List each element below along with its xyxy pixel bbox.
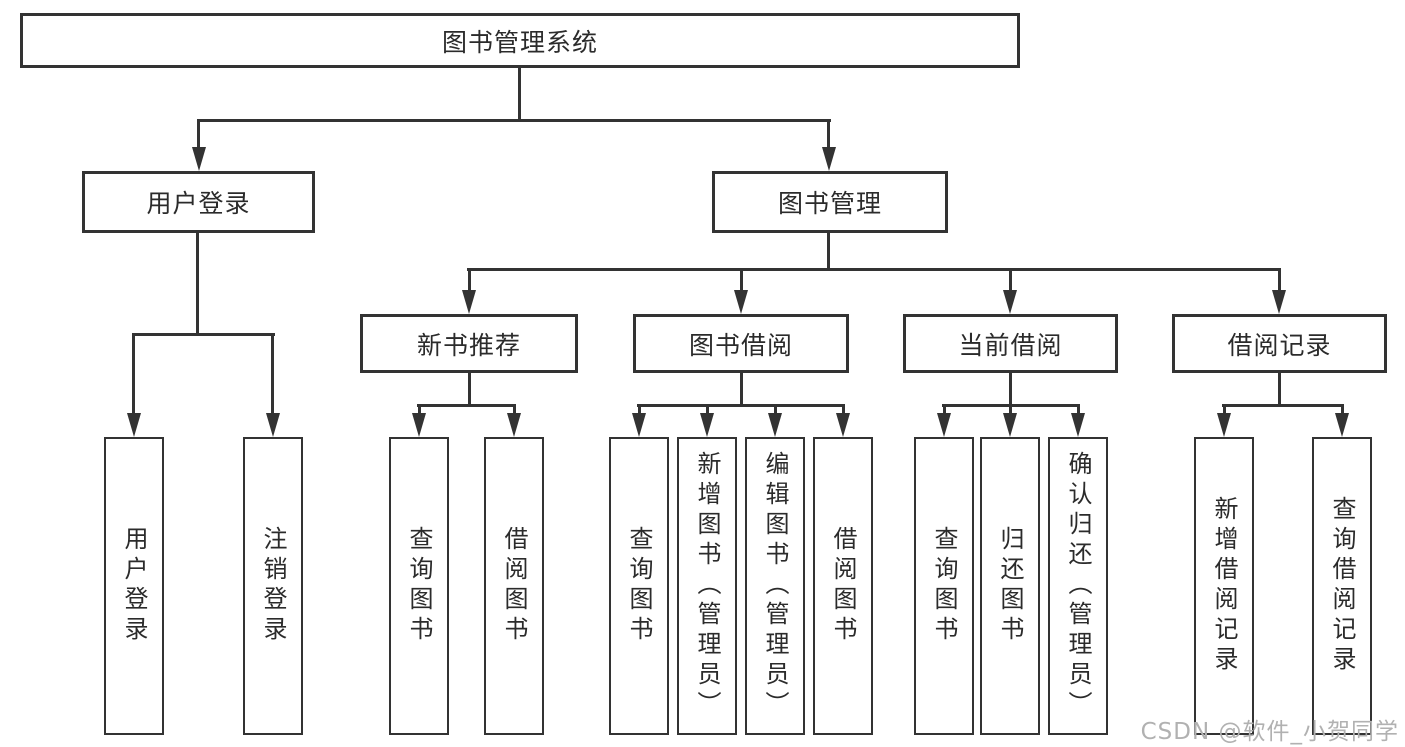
connector-book-mgmt-drop: [827, 119, 830, 147]
leaf-query-books-current-label: 查询图书: [930, 526, 958, 646]
connector-leaf-drop: [1341, 404, 1344, 413]
leaf-query-books-borrow-label: 查询图书: [625, 526, 653, 646]
connector-leaf-drop: [513, 404, 516, 413]
leaf-return-books-label: 归还图书: [996, 526, 1024, 646]
connector-level3-drop: [468, 268, 471, 290]
connector-leaf-drop: [774, 404, 777, 413]
arrow-down-icon: [192, 147, 206, 171]
connector-user-login-drop: [197, 119, 200, 147]
leaf-edit-book-admin-label: 编辑图书（管理员）: [761, 451, 789, 721]
arrow-down-icon: [734, 290, 748, 314]
leaf-query-books-recommend-label: 查询图书: [405, 526, 433, 646]
node-book-management: 图书管理: [712, 171, 948, 233]
node-new-book-recommend: 新书推荐: [360, 314, 578, 373]
node-user-login-label: 用户登录: [146, 189, 251, 218]
leaf-query-books-borrow: 查询图书: [609, 437, 669, 735]
connector-borrow-record-stem: [1278, 372, 1281, 406]
node-current-borrowing: 当前借阅: [903, 314, 1118, 373]
node-root-label: 图书管理系统: [441, 27, 598, 57]
arrow-down-icon: [507, 413, 521, 437]
leaf-edit-book-admin: 编辑图书（管理员）: [745, 437, 805, 735]
connector-user-login-hline: [132, 333, 275, 336]
connector-new-book-hline: [417, 404, 516, 407]
connector-new-book-stem: [468, 372, 471, 406]
leaf-user-login: 用户登录: [104, 437, 164, 735]
leaf-confirm-return-admin-label: 确认归还（管理员）: [1064, 451, 1092, 721]
leaf-add-book-admin-label: 新增图书（管理员）: [693, 451, 721, 721]
leaf-query-borrow-record: 查询借阅记录: [1312, 437, 1372, 735]
connector-borrow-record-hline: [1222, 404, 1344, 407]
leaf-borrow-books-recommend: 借阅图书: [484, 437, 544, 735]
node-book-borrowing-label: 图书借阅: [688, 330, 793, 360]
connector-book-mgmt-stem: [827, 233, 830, 271]
connector-user-login-stem: [196, 233, 199, 335]
leaf-query-books-recommend: 查询图书: [389, 437, 449, 735]
node-root: 图书管理系统: [20, 13, 1020, 68]
arrow-down-icon: [1071, 413, 1085, 437]
arrow-down-icon: [836, 413, 850, 437]
leaf-add-book-admin: 新增图书（管理员）: [677, 437, 737, 735]
leaf-borrow-books: 借阅图书: [813, 437, 873, 735]
node-borrowing-records: 借阅记录: [1172, 314, 1387, 373]
node-new-book-recommend-label: 新书推荐: [416, 330, 521, 360]
connector-leaf-drop: [1009, 404, 1012, 413]
leaf-confirm-return-admin: 确认归还（管理员）: [1048, 437, 1108, 735]
arrow-down-icon: [632, 413, 646, 437]
connector-leaf-drop: [943, 404, 946, 413]
connector-leaf-drop: [1223, 404, 1226, 413]
arrow-down-icon: [1003, 413, 1017, 437]
arrow-down-icon: [266, 413, 280, 437]
connector-leaf-drop: [1077, 404, 1080, 413]
connector-leaf-drop: [842, 404, 845, 413]
arrow-down-icon: [822, 147, 836, 171]
leaf-query-books-current: 查询图书: [914, 437, 974, 735]
csdn-watermark: CSDN @软件_小贺同学: [1140, 719, 1399, 745]
leaf-borrow-books-label: 借阅图书: [829, 526, 857, 646]
leaf-logout-label: 注销登录: [259, 526, 287, 646]
node-current-borrowing-label: 当前借阅: [958, 330, 1063, 360]
connector-root-stem: [518, 66, 521, 122]
node-book-borrowing: 图书借阅: [633, 314, 849, 373]
node-user-login: 用户登录: [82, 171, 315, 233]
leaf-add-borrow-record-label: 新增借阅记录: [1210, 496, 1238, 676]
node-borrowing-records-label: 借阅记录: [1227, 330, 1332, 360]
connector-leaf-drop: [271, 333, 274, 413]
connector-level3-drop: [740, 268, 743, 290]
arrow-down-icon: [127, 413, 141, 437]
connector-book-borrow-stem: [740, 372, 743, 406]
connector-level2-hline: [197, 119, 831, 122]
connector-leaf-drop: [706, 404, 709, 413]
connector-book-borrow-hline: [637, 404, 845, 407]
node-book-management-label: 图书管理: [777, 189, 882, 218]
arrow-down-icon: [1003, 290, 1017, 314]
leaf-borrow-books-recommend-label: 借阅图书: [500, 526, 528, 646]
arrow-down-icon: [1217, 413, 1231, 437]
leaf-user-login-label: 用户登录: [120, 526, 148, 646]
connector-current-borrow-stem: [1009, 372, 1012, 406]
connector-leaf-drop: [132, 333, 135, 413]
connector-leaf-drop: [638, 404, 641, 413]
connector-level3-hline: [467, 268, 1281, 271]
connector-leaf-drop: [418, 404, 421, 413]
arrow-down-icon: [462, 290, 476, 314]
leaf-logout: 注销登录: [243, 437, 303, 735]
arrow-down-icon: [1335, 413, 1349, 437]
arrow-down-icon: [700, 413, 714, 437]
arrow-down-icon: [412, 413, 426, 437]
leaf-return-books: 归还图书: [980, 437, 1040, 735]
connector-level3-drop: [1009, 268, 1012, 290]
leaf-add-borrow-record: 新增借阅记录: [1194, 437, 1254, 735]
leaf-query-borrow-record-label: 查询借阅记录: [1328, 496, 1356, 676]
arrow-down-icon: [1272, 290, 1286, 314]
arrow-down-icon: [937, 413, 951, 437]
connector-level3-drop: [1278, 268, 1281, 290]
arrow-down-icon: [768, 413, 782, 437]
